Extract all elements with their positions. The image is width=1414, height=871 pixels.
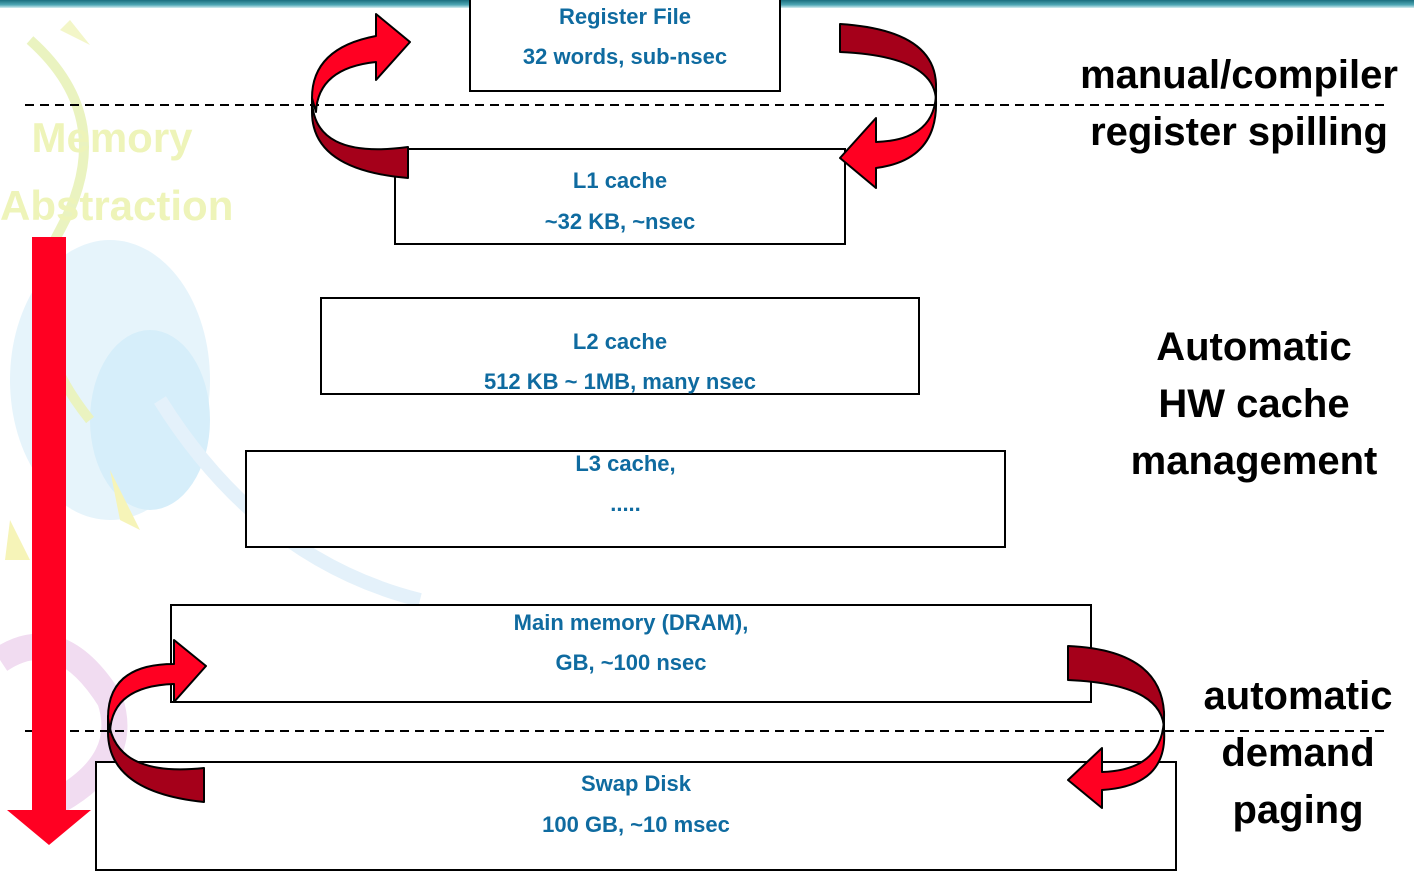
level-main-memory: Main memory (DRAM), GB, ~100 nsec [170,604,1092,703]
paging-curved-arrow-left [107,639,207,803]
annotation-spilling-line2: register spilling [1090,110,1388,154]
background-title: Memory Abstraction [0,104,234,240]
level-detail: 32 words, sub-nsec [522,44,728,69]
level-l3-cache: L3 cache, ..... [245,450,1006,548]
annotation-hw-cache-line1: Automatic [1156,325,1352,369]
annotation-paging-line1: automatic [1203,674,1393,718]
abstraction-down-arrow [7,237,91,845]
annotation-hw-cache-line2: HW cache [1158,382,1350,426]
level-l2-cache: L2 cache 512 KB ~ 1MB, many nsec [320,297,920,395]
level-title: Main memory (DRAM), [513,610,749,635]
spill-curved-arrow-left [311,13,411,179]
level-register-file: Register File 32 words, sub-nsec [469,0,781,92]
paging-curved-arrow-right [1067,645,1166,809]
annotation-register-spilling: manual/compiler register spilling [1064,47,1414,161]
level-l1-cache: L1 cache ~32 KB, ~nsec [394,148,846,245]
annotation-spilling-line1: manual/compiler [1080,53,1398,97]
level-detail: 100 GB, ~10 msec [542,812,730,837]
level-detail: GB, ~100 nsec [555,650,707,675]
level-title: Swap Disk [580,771,692,796]
annotation-hw-cache: Automatic HW cache management [1104,319,1404,490]
spill-curved-arrow-right [839,23,938,189]
background-title-line1: Memory [31,114,193,161]
level-title: Register File [558,4,692,29]
background-title-line2: Abstraction [0,182,234,229]
annotation-paging-line2: demand [1221,731,1375,775]
level-title: L3 cache, [575,451,676,476]
annotation-demand-paging: automatic demand paging [1182,668,1414,839]
level-detail: ~32 KB, ~nsec [544,209,696,234]
level-title: L1 cache [572,168,668,193]
level-detail: ..... [610,491,641,516]
level-title: L2 cache [572,329,668,354]
annotation-paging-line3: paging [1232,788,1364,832]
annotation-hw-cache-line3: management [1130,439,1378,483]
level-detail: 512 KB ~ 1MB, many nsec [483,369,757,394]
